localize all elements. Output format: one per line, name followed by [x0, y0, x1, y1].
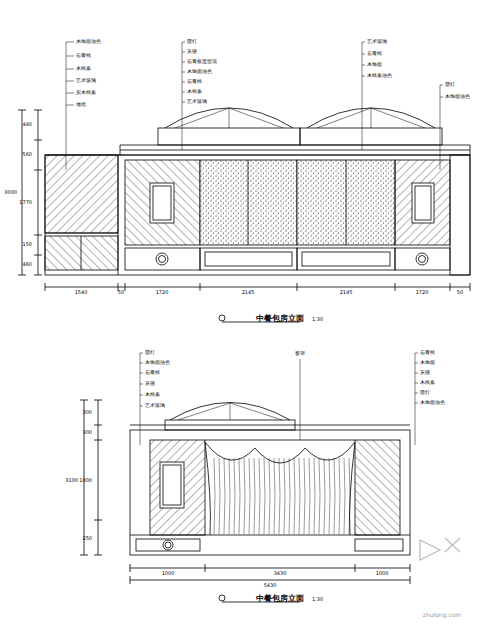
- callout-label: 木饰面油色: [445, 94, 470, 99]
- callout-label: 艺术玻璃: [145, 403, 165, 408]
- dimension-text: 3100: [65, 478, 78, 483]
- dimension-text: 3000: [4, 190, 17, 195]
- callout-label: 木饰面油色: [187, 69, 212, 74]
- callout-label: 木饰面油色: [145, 360, 170, 365]
- callout-label: 木线条: [76, 66, 91, 71]
- dimension-text: 300: [82, 410, 92, 415]
- callout-label: 石膏线: [187, 79, 202, 84]
- dimension-text: 1770: [19, 200, 32, 205]
- dimension-text: 1720: [416, 290, 429, 295]
- dimension-text: 50: [118, 290, 124, 295]
- dimension-text: 1800: [79, 478, 92, 483]
- callout-label: 木饰面油色: [76, 39, 101, 44]
- callout-label: 壁灯: [420, 390, 430, 395]
- callout-label: 壁灯: [187, 39, 197, 44]
- dimension-text: 300: [82, 430, 92, 435]
- callout-label: 艺术玻璃: [76, 78, 96, 83]
- dimension-text: 440: [22, 122, 32, 127]
- dimension-text: 560: [22, 152, 32, 157]
- dimension-text: 1000: [376, 571, 389, 576]
- callout-label: 灰镜: [145, 381, 155, 386]
- callout-label: 石膏线: [367, 51, 382, 56]
- dimension-text: 50: [457, 290, 463, 295]
- callout-label: 石膏线: [145, 370, 160, 375]
- callout-label: 艺术玻璃: [187, 99, 207, 104]
- callout-label: 木饰面油色: [420, 400, 445, 405]
- dimension-text: 250: [82, 536, 92, 541]
- callout-label: 木饰面: [367, 62, 382, 67]
- callout-label: 木线条: [187, 89, 202, 94]
- callout-label: 灰镜: [420, 370, 430, 375]
- dimension-text: 2145: [340, 290, 353, 295]
- callout-label: 石膏板造型顶: [187, 59, 217, 64]
- callout-label: 石膏线: [76, 53, 91, 58]
- dimension-text: 2145: [242, 290, 255, 295]
- callout-label: 实木线条: [76, 90, 96, 95]
- callout-label: 墙纸: [76, 102, 86, 107]
- callout-label: 壁灯: [145, 350, 155, 355]
- scale-text: 1:30: [312, 317, 323, 322]
- drawing-title: 中餐包房立面: [256, 595, 304, 603]
- scale-text: 1:30: [312, 597, 323, 602]
- drawing-title: 中餐包房立面: [256, 315, 304, 323]
- callout-label: 木线条: [145, 392, 160, 397]
- callout-label: 木线条油色: [367, 73, 392, 78]
- callout-label: 灰镜: [187, 49, 197, 54]
- callout-label: 石膏线: [420, 350, 435, 355]
- callout-label: 木饰面: [420, 360, 435, 365]
- dimension-text: 3430: [274, 571, 287, 576]
- callout-label: 窗帘: [295, 351, 305, 356]
- callout-label: 艺术玻璃: [367, 39, 387, 44]
- dimension-text: 1540: [75, 290, 88, 295]
- callout-label: 壁灯: [445, 82, 455, 87]
- dimension-text: 150: [22, 242, 32, 247]
- watermark: zhulong.com: [423, 612, 461, 618]
- dimension-text: 1000: [162, 571, 175, 576]
- dimension-text: 460: [22, 262, 32, 267]
- callout-label: 木线条: [420, 380, 435, 385]
- dimension-text: 5430: [264, 583, 277, 588]
- dimension-text: 1720: [156, 290, 169, 295]
